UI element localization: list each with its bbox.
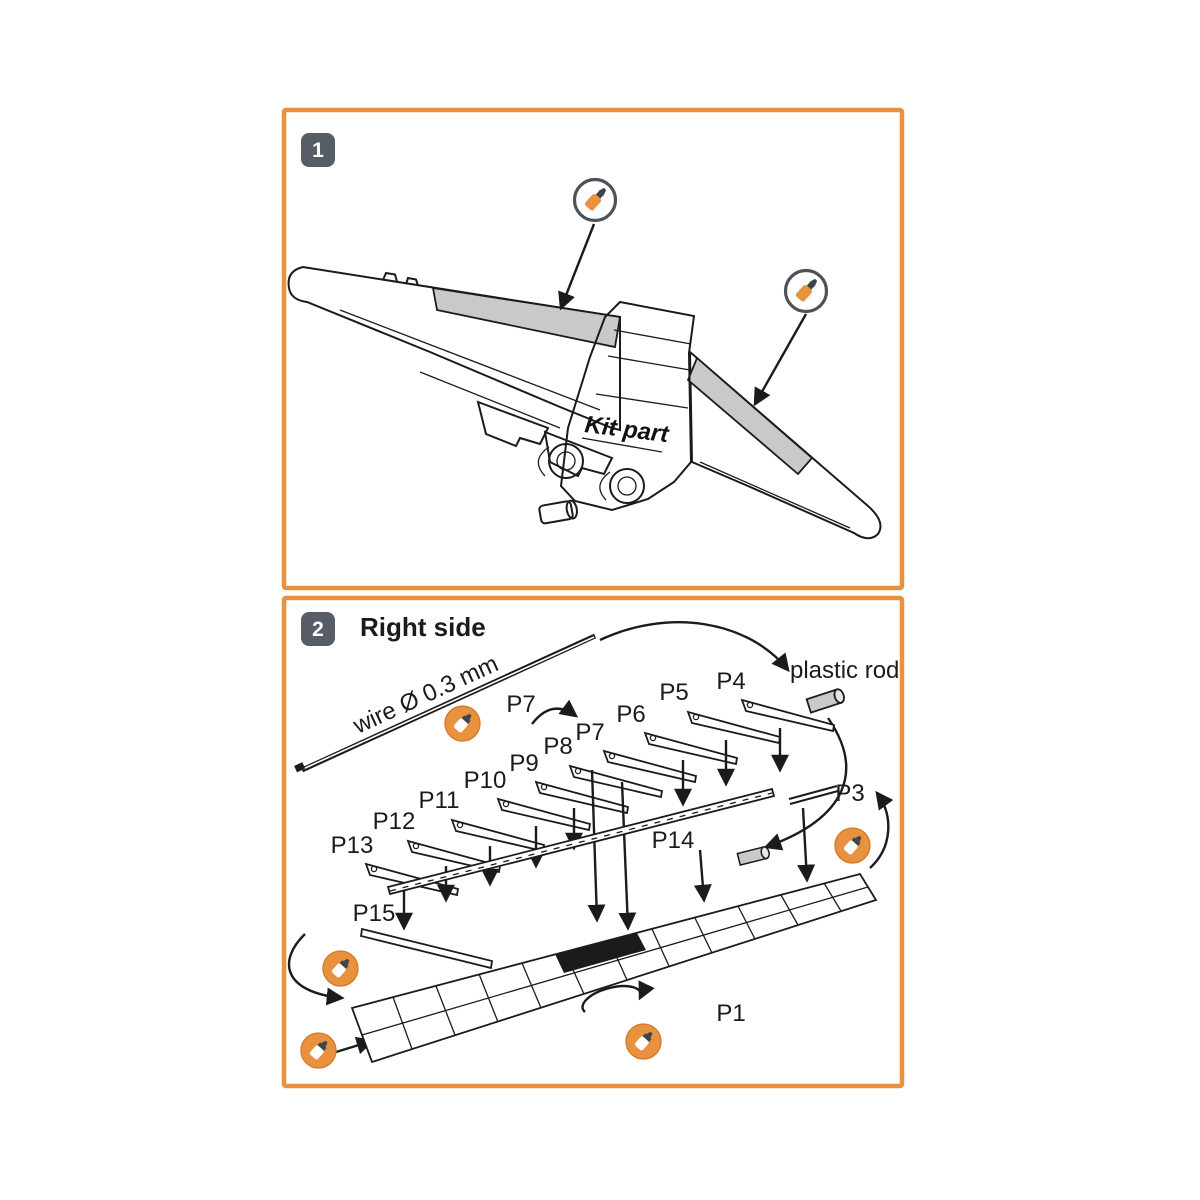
left-wing-outline — [287, 265, 621, 432]
placement-arrows — [395, 728, 816, 931]
glue-bottle-icon — [572, 177, 618, 223]
label-p11: P11 — [419, 787, 460, 814]
curve-arrow-right-edge — [869, 790, 894, 869]
label-p13: P13 — [331, 832, 374, 859]
spar-p14 — [386, 787, 776, 896]
fuselage — [559, 300, 696, 512]
tail-cylinder — [538, 499, 578, 525]
part-p10 — [496, 797, 592, 832]
plastic-rod-cylinder-on-wing — [736, 846, 770, 866]
glue-dot-icon — [322, 950, 359, 987]
label-p10: P10 — [464, 767, 507, 794]
plastic-rod-cylinder — [805, 688, 845, 714]
aircraft-drawing: Kit part — [287, 265, 882, 540]
glue-dot-icon — [834, 827, 871, 864]
curve-arrow-left-edge — [288, 933, 345, 1006]
glue-arrow-left-wing — [558, 223, 596, 311]
curve-arrow-wire-to-p4 — [599, 621, 790, 673]
label-p15: P15 — [353, 900, 396, 927]
wing-p1-chord-line — [361, 886, 869, 1036]
rod-p3 — [788, 785, 839, 805]
step-1-badge: 1 — [301, 133, 335, 167]
wire-rod — [294, 633, 597, 773]
part-labels: P7 P5 P4 P6 P7 P8 P9 P10 P11 P12 P13 P15… — [331, 668, 865, 1027]
label-p4: P4 — [716, 668, 745, 695]
step-1-panel: 1 — [281, 107, 905, 591]
label-p9: P9 — [509, 750, 538, 777]
glue-dot-icon — [625, 1023, 662, 1060]
step-2-badge-box — [301, 612, 335, 646]
left-wing-shaded-part — [431, 286, 622, 349]
left-wing-flap-line — [339, 309, 601, 411]
glue-dot-icon — [300, 1032, 337, 1069]
loop-arrow-slot — [581, 980, 655, 1013]
left-wing-notch-1 — [382, 271, 398, 282]
right-wing-shaded-part — [686, 356, 814, 476]
right-wing-outline — [688, 349, 882, 540]
part-p4 — [740, 698, 836, 733]
label-p7: P7 — [575, 719, 604, 746]
step-1-number: 1 — [312, 139, 324, 162]
rib-parts — [364, 698, 836, 897]
wire-end-nub — [294, 762, 306, 773]
label-p3: P3 — [835, 780, 864, 807]
wing-panel-p1 — [350, 872, 878, 1064]
part-p7 — [602, 749, 698, 784]
label-p7-flip: P7 — [506, 691, 535, 718]
glue-bottle-icon — [783, 268, 829, 314]
step-2-panel: 2 Right side wire Ø 0.3 mm plastic rod — [281, 595, 905, 1089]
right-wing-flap-line — [699, 461, 851, 529]
step-2-number: 2 — [312, 618, 324, 641]
step-2-badge: 2 — [301, 612, 335, 646]
glue-arrow-right-wing — [753, 313, 808, 407]
label-p12: P12 — [373, 808, 416, 835]
label-p8: P8 — [543, 733, 572, 760]
left-wing-notch-2 — [405, 276, 419, 286]
label-p14: P14 — [652, 827, 695, 854]
step-1-badge-box — [301, 133, 335, 167]
rotate-arrow-p7 — [531, 699, 579, 725]
step-2-title: Right side — [360, 612, 486, 642]
glue-dot-icon — [444, 705, 481, 742]
label-p6: P6 — [616, 701, 645, 728]
wing-p1-slot — [555, 933, 646, 973]
strip-p15 — [359, 927, 494, 970]
part-p9 — [534, 780, 630, 815]
landing-gear — [476, 400, 645, 504]
left-wing-hinge-line — [419, 371, 561, 429]
wing-p1-rib-lines — [392, 882, 842, 1050]
label-p5: P5 — [659, 679, 688, 706]
curve-arrow-plastic-rod — [763, 717, 848, 851]
label-p1: P1 — [716, 1000, 745, 1027]
part-p6 — [643, 731, 739, 766]
plastic-rod-label: plastic rod — [790, 657, 899, 684]
